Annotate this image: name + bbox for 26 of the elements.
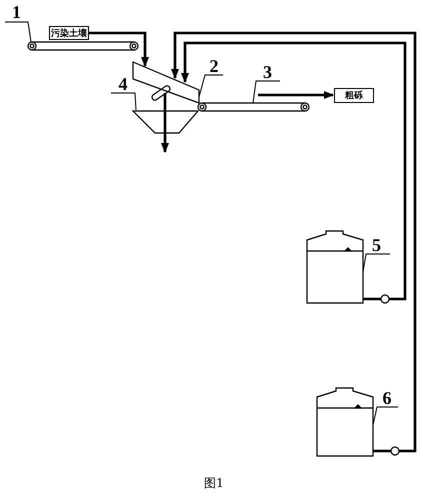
figure-caption: 图1 — [203, 474, 225, 492]
conveyor-drawing — [27, 41, 139, 51]
leader-line — [4, 22, 32, 42]
leader-line — [198, 74, 224, 98]
pipe-arrow — [171, 32, 416, 452]
callout-number: 3 — [255, 63, 280, 81]
arrow — [89, 32, 149, 67]
conveyor-drawing — [197, 102, 310, 112]
callout-number: 4 — [111, 75, 135, 93]
tank-drawing — [306, 230, 364, 304]
leader-line — [252, 80, 280, 104]
callout-number: 6 — [376, 389, 398, 407]
leader-line — [372, 406, 398, 426]
leader-line — [362, 254, 390, 272]
callout-number: 1 — [5, 2, 28, 22]
arrow — [161, 111, 169, 153]
callout-number: 2 — [205, 57, 223, 75]
label-box: 粗砾 — [334, 88, 374, 103]
flow-line — [164, 93, 166, 111]
hopper-drawing — [132, 110, 200, 134]
screen-drawing — [132, 61, 200, 104]
leader-line — [110, 92, 136, 110]
callout-number: 5 — [363, 236, 390, 254]
label-box: 污染土壤 — [49, 26, 89, 40]
pipe-arrow — [181, 42, 406, 300]
tank-drawing — [316, 387, 374, 457]
